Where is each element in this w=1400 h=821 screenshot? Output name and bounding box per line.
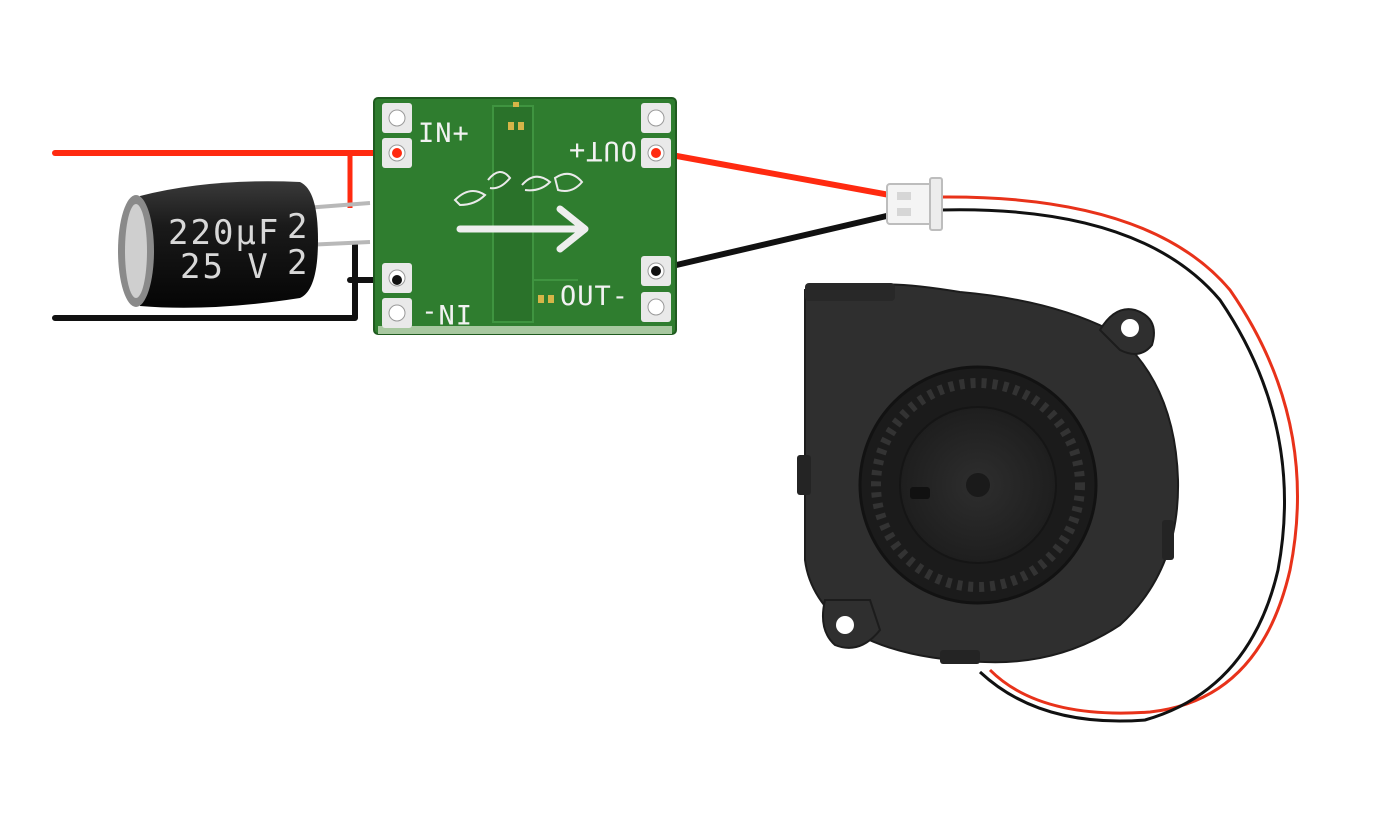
jst-connector (886, 177, 943, 231)
pad-in-minus-bottom (382, 298, 412, 328)
solder-joint-in-minus (392, 275, 402, 285)
buck-converter-board: IN+ OUT+ IN- OUT- (373, 97, 677, 335)
capacitor-edge-mark: 2 (287, 207, 309, 247)
fan-mount-ear-top (1098, 308, 1155, 355)
fan-outlet (805, 283, 895, 301)
pad-out-plus-top (641, 103, 671, 133)
arrow-right-icon (456, 205, 589, 253)
electrolytic-capacitor: 220µF 25 V 2 2 (118, 181, 371, 308)
fan-side-tab (1162, 520, 1174, 560)
pad-in-plus-top (382, 103, 412, 133)
pcb-silkscreen-logo (453, 171, 584, 207)
label-in-plus: IN+ (418, 118, 470, 149)
capacitor-edge-mark: 2 (287, 243, 309, 283)
pad-out-minus-bottom (641, 292, 671, 322)
wire-in-negative (52, 242, 358, 321)
wire-out-negative (652, 211, 898, 273)
wire-out-positive (652, 149, 898, 199)
fan-lead-black (939, 208, 1286, 723)
label-out-plus: OUT+ (568, 135, 637, 166)
blower-fan (797, 283, 1180, 664)
fan-lead-red (939, 195, 1299, 715)
solder-joint-out-plus (651, 148, 661, 158)
capacitor-voltage-label: 25 V (180, 247, 270, 287)
label-in-minus: IN- (420, 298, 472, 329)
capacitor-capacitance-label: 220µF (168, 213, 280, 253)
fan-side-tab (797, 455, 811, 495)
fan-mount-ear-bottom (822, 599, 882, 649)
solder-joint-in-plus (392, 148, 402, 158)
label-out-minus: OUT- (560, 281, 629, 312)
solder-joint-out-minus (651, 266, 661, 276)
fan-side-tab (940, 650, 980, 664)
